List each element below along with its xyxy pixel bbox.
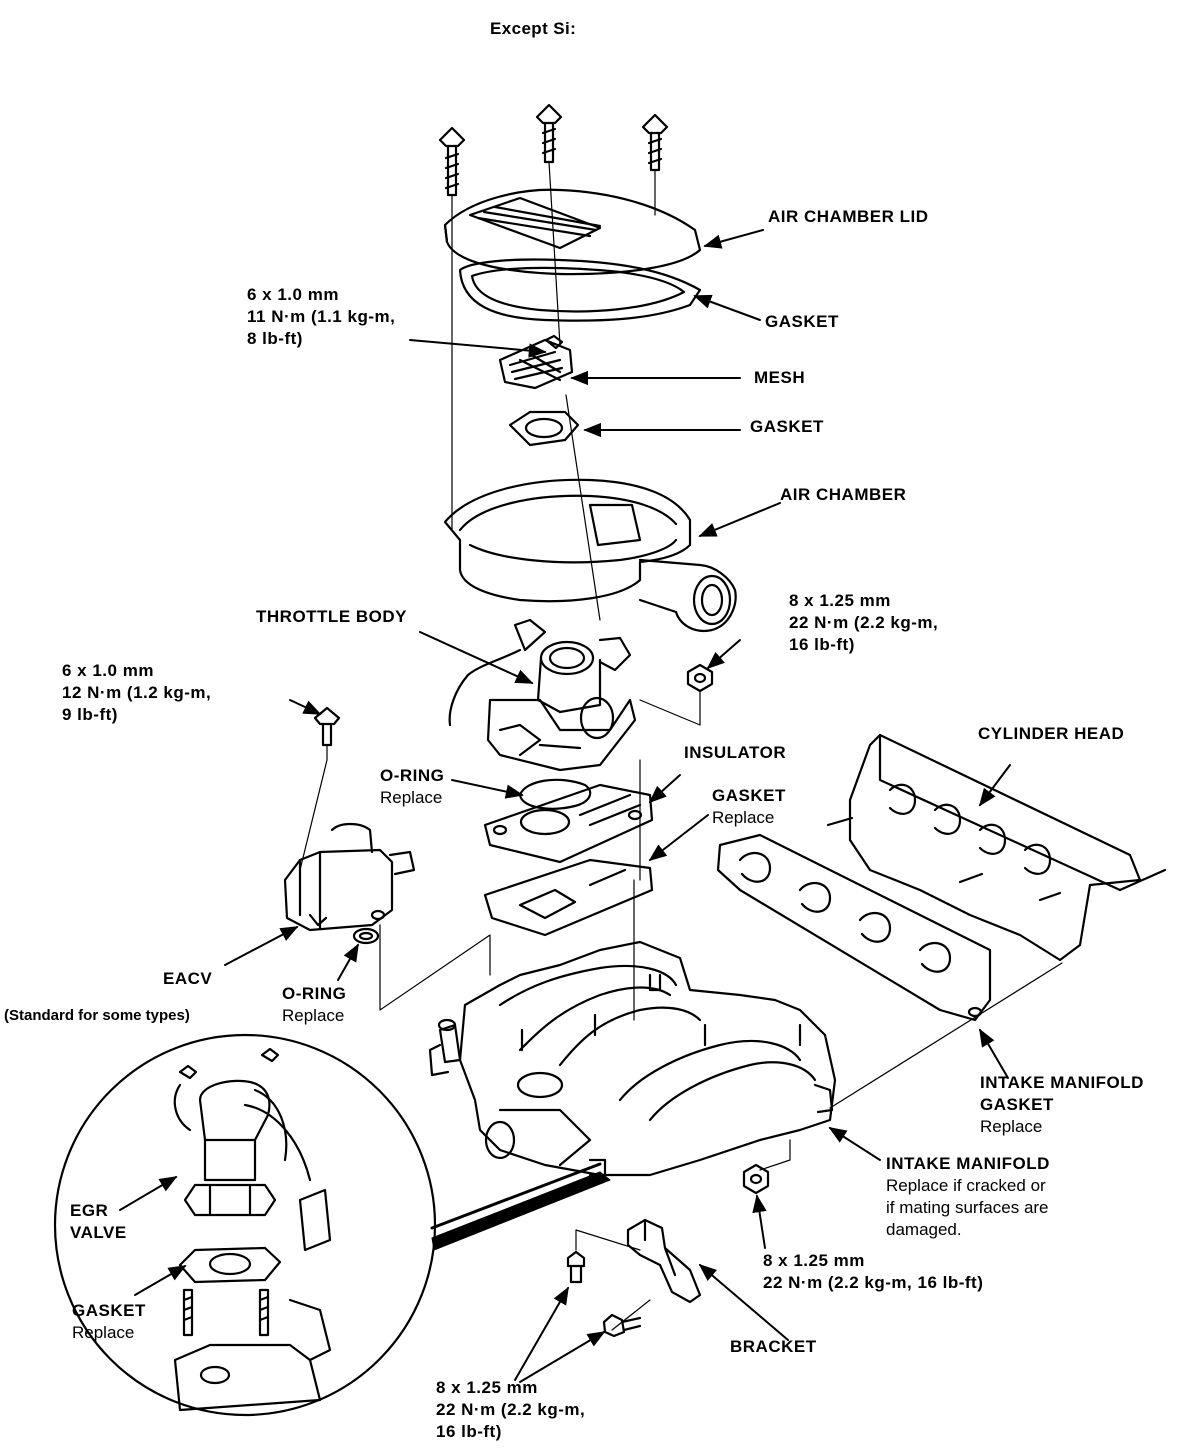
label-throttle-body: THROTTLE BODY [256,607,407,626]
egr-base-icon [173,1298,332,1412]
torque-bracket-bolt: 8 x 1.25 mm 22 N·m (2.2 kg-m, 16 lb-ft) [436,1378,586,1441]
label-gasket-egr: GASKET Replace [72,1301,146,1342]
lid-bolt-left-icon [438,126,466,197]
egr-valve-icon [173,1047,332,1252]
eacv-bolt-icon [313,706,341,747]
label-intake-manifold-gasket: INTAKE MANIFOLD GASKET Replace [980,1073,1144,1136]
label-bracket: BRACKET [730,1337,817,1356]
lid-bolt-middle-icon [535,103,563,164]
lid-gasket-icon [458,258,702,322]
label-intake-manifold: INTAKE MANIFOLD Replace if cracked or if… [886,1154,1050,1239]
label-gasket-mid: GASKET [750,417,824,436]
label-gasket-top: GASKET [765,312,839,331]
cylinder-head-icon [826,733,1167,962]
mesh-icon [498,334,574,390]
torque-manifold-nut: 8 x 1.25 mm 22 N·m (2.2 kg-m, 16 lb-ft) [763,1251,984,1292]
label-o-ring-lower: O-RING Replace [282,984,347,1025]
bracket-bolt-vertical-icon [566,1250,586,1284]
bracket-icon [626,1218,702,1304]
egr-studs-icon [182,1288,270,1337]
label-egr-valve: EGR VALVE [70,1201,127,1242]
label-insulator: INSULATOR [684,743,787,762]
egr-inset-circle [53,1033,437,1417]
torque-eacv-bolt: 6 x 1.0 mm 12 N·m (1.2 kg-m, 9 lb-ft) [62,661,212,724]
torque-lid-bolt: 6 x 1.0 mm 11 N·m (1.1 kg-m, 8 lb-ft) [247,285,396,348]
mesh-gasket-icon [508,410,580,447]
intake-manifold-icon [428,940,837,1177]
label-o-ring-upper: O-RING Replace [380,766,445,807]
label-air-chamber: AIR CHAMBER [780,485,907,504]
intake-manifold-gasket-icon [716,833,992,1022]
page-title: Except Si: [490,19,577,38]
label-eacv: EACV [163,969,213,988]
label-mesh: MESH [754,368,806,387]
manifold-gasket-small-icon [483,858,654,937]
eacv-icon [283,822,416,932]
bracket-bolt-horizontal-icon [602,1313,642,1338]
inset-leader-band [431,1171,611,1251]
air-chamber-icon [443,478,737,633]
egr-gasket-icon [178,1246,282,1284]
label-cylinder-head: CYLINDER HEAD [978,724,1125,743]
inset-note: (Standard for some types) [4,1007,190,1024]
o-ring-upper-icon [518,778,592,810]
throttle-body-icon [448,618,637,772]
insulator-icon [483,783,654,864]
o-ring-lower-icon [352,927,380,945]
label-air-chamber-lid: AIR CHAMBER LID [768,207,929,226]
lid-bolt-right-icon [641,113,669,172]
manifold-nut-icon [742,1163,770,1195]
torque-throttle-nut: 8 x 1.25 mm 22 N·m (2.2 kg-m, 16 lb-ft) [789,591,939,654]
label-gasket-lower: GASKET Replace [712,786,786,827]
throttle-nut-icon [686,663,714,693]
